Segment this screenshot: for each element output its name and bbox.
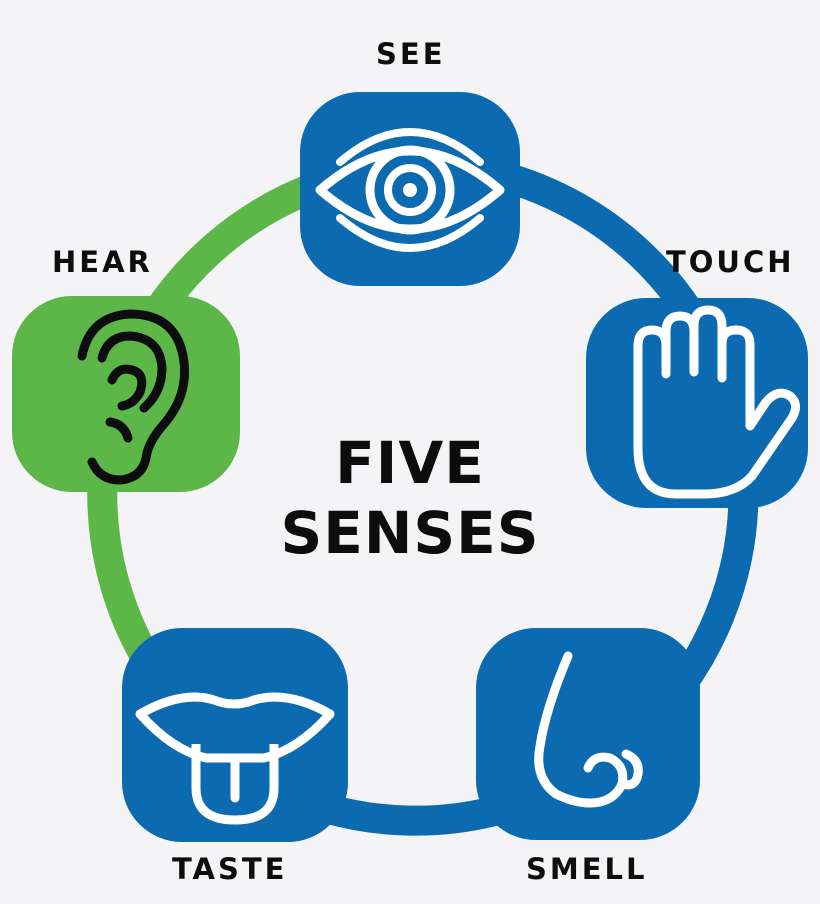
see-tile bbox=[300, 92, 520, 286]
hand-icon bbox=[633, 305, 800, 499]
diagram-title-line2: SENSES bbox=[280, 499, 540, 567]
ear-icon bbox=[77, 309, 190, 485]
sense-label-touch: TOUCH bbox=[666, 245, 795, 279]
smell-tile bbox=[476, 628, 700, 840]
eye-icon bbox=[315, 128, 505, 252]
sense-label-hear: HEAR bbox=[52, 245, 153, 279]
hear-tile bbox=[12, 296, 240, 492]
sense-label-smell: SMELL bbox=[526, 852, 648, 886]
nose-icon bbox=[534, 651, 643, 808]
diagram-title: FIVE SENSES bbox=[260, 428, 560, 568]
touch-tile bbox=[586, 298, 808, 508]
taste-tile bbox=[122, 628, 348, 842]
ring-arc-blue bbox=[185, 150, 759, 836]
mouth-tongue-icon bbox=[135, 692, 335, 825]
sense-label-see: SEE bbox=[376, 37, 446, 71]
diagram-title-line1: FIVE bbox=[335, 429, 485, 497]
sense-label-taste: TASTE bbox=[172, 852, 288, 886]
